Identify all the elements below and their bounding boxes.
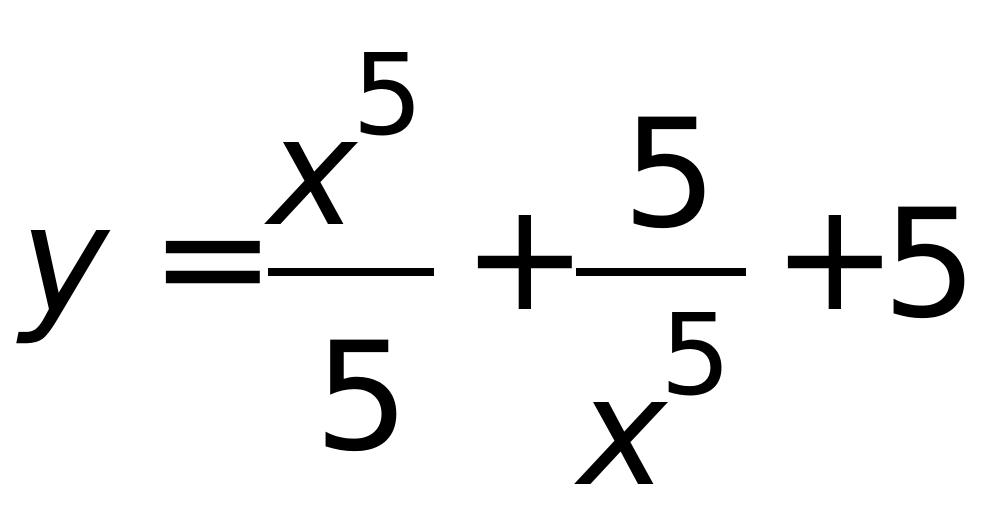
plus-sign-1: + — [462, 171, 588, 345]
constant-term: 5 — [882, 178, 978, 352]
equation: y = x 5 5 + 5 x 5 + 5 — [20, 31, 978, 520]
fraction2-denominator-exponent: 5 — [660, 291, 732, 421]
equals-sign: = — [150, 171, 276, 345]
fraction2-numerator: 5 — [622, 88, 718, 262]
fraction1-numerator-exponent: 5 — [352, 31, 424, 161]
fraction2-bar — [576, 268, 746, 276]
fraction1-numerator-base: x — [268, 86, 357, 260]
plus-sign-2: + — [772, 171, 898, 345]
variable-y: y — [20, 174, 109, 348]
fraction1-denominator: 5 — [314, 311, 410, 485]
fraction1-bar — [268, 268, 434, 276]
fraction2-denominator-base: x — [578, 346, 667, 520]
